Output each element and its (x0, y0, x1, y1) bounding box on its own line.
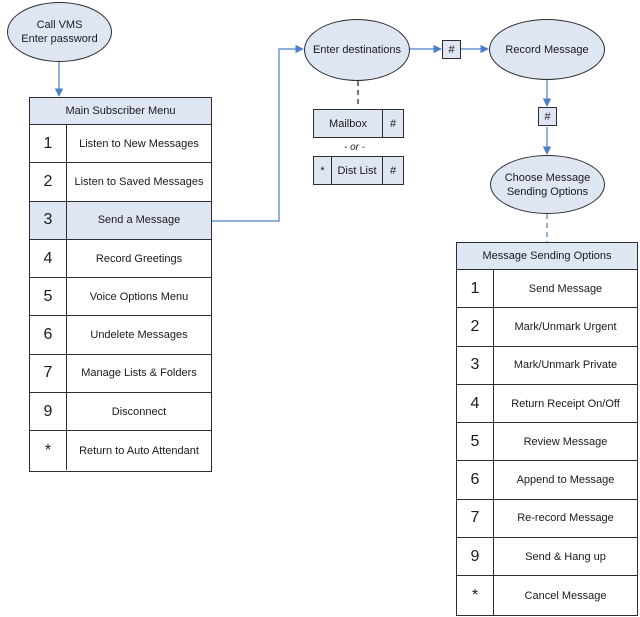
main-menu-row: 6 Undelete Messages (30, 316, 211, 355)
send-menu-row: 2 Mark/Unmark Urgent (457, 308, 637, 347)
main-menu-row: 9 Disconnect (30, 393, 211, 432)
send-key: 4 (457, 384, 494, 423)
menu-label: Disconnect (111, 405, 167, 418)
record-message-label: Record Message (505, 43, 589, 56)
menu-key: * (30, 431, 67, 470)
main-menu-row: 1 Listen to New Messages (30, 125, 211, 164)
menu-label: Voice Options Menu (89, 290, 189, 303)
main-menu-row-highlighted: 3 Send a Message (30, 201, 211, 240)
send-key: * (457, 576, 494, 615)
menu-label: Listen to New Messages (79, 137, 199, 150)
send-label: Send & Hang up (525, 550, 606, 563)
send-menu-row: 9 Send & Hang up (457, 538, 637, 577)
send-label: Cancel Message (524, 589, 607, 602)
menu-label: Listen to Saved Messages (74, 175, 204, 188)
main-menu-row: * Return to Auto Attendant (30, 431, 211, 470)
menu-key: 1 (30, 125, 67, 163)
menu-label: Record Greetings (95, 252, 183, 265)
send-label: Mark/Unmark Urgent (514, 320, 617, 333)
send-menu-row: 4 Return Receipt On/Off (457, 384, 637, 424)
choose-options-line1: Choose Message (504, 171, 591, 184)
menu-key: 3 (30, 201, 67, 239)
send-key: 7 (457, 499, 494, 538)
menu-label: Manage Lists & Folders (81, 367, 197, 380)
mailbox-box: Mailbox # (313, 109, 404, 138)
start-node-line1: Call VMS (36, 19, 83, 31)
hash-key-box: # (442, 40, 461, 59)
menu-key: 6 (30, 316, 67, 354)
enter-destinations-node: Enter destinations (304, 19, 410, 81)
message-sending-options-menu: Message Sending Options 1 Send Message 2… (456, 242, 638, 616)
main-subscriber-menu: Main Subscriber Menu 1 Listen to New Mes… (29, 97, 212, 472)
send-menu-row: 3 Mark/Unmark Private (457, 346, 637, 385)
menu-key: 7 (30, 354, 67, 393)
arrow-send-to-destinations (211, 44, 304, 222)
start-node: Call VMS Enter password (7, 2, 112, 62)
dist-list-label: Dist List (332, 157, 383, 184)
send-key: 5 (457, 423, 494, 461)
menu-key: 2 (30, 163, 67, 201)
start-node-line2: Enter password (21, 33, 98, 45)
send-label: Review Message (523, 435, 608, 448)
menu-label: Return to Auto Attendant (79, 444, 199, 457)
send-label: Return Receipt On/Off (511, 397, 620, 410)
mailbox-label: Mailbox (314, 110, 383, 137)
send-label: Send Message (528, 282, 603, 295)
send-menu-title: Message Sending Options (457, 243, 637, 270)
send-label: Append to Message (516, 474, 615, 487)
dist-list-prefix: * (314, 157, 332, 184)
hash-key-box-2: # (538, 107, 557, 126)
dist-list-box: * Dist List # (313, 156, 404, 185)
choose-options-line2: Sending Options (506, 185, 589, 198)
menu-label: Send a Message (97, 214, 181, 227)
hash-key-label: # (448, 43, 455, 56)
main-menu-title: Main Subscriber Menu (30, 98, 211, 125)
enter-destinations-label: Enter destinations (312, 44, 402, 56)
or-separator: - or - (344, 142, 366, 153)
main-menu-row: 7 Manage Lists & Folders (30, 354, 211, 394)
main-menu-row: 5 Voice Options Menu (30, 278, 211, 317)
record-message-node: Record Message (489, 19, 605, 80)
send-label: Re-record Message (517, 512, 614, 525)
send-menu-row: 6 Append to Message (457, 461, 637, 500)
main-menu-row: 4 Record Greetings (30, 239, 211, 279)
menu-key: 5 (30, 278, 67, 316)
menu-key: 4 (30, 239, 67, 278)
choose-options-node: Choose Message Sending Options (490, 155, 605, 214)
dist-list-key: # (389, 164, 397, 177)
send-key: 3 (457, 346, 494, 384)
send-menu-row: 1 Send Message (457, 270, 637, 309)
send-menu-row: * Cancel Message (457, 576, 637, 615)
main-menu-row: 2 Listen to Saved Messages (30, 163, 211, 202)
send-label: Mark/Unmark Private (513, 359, 618, 372)
send-key: 1 (457, 270, 494, 308)
menu-key: 9 (30, 393, 67, 431)
send-menu-row: 7 Re-record Message (457, 499, 637, 539)
send-key: 9 (457, 538, 494, 576)
hash-key-label-2: # (544, 110, 551, 123)
mailbox-key: # (389, 117, 397, 130)
send-key: 2 (457, 308, 494, 346)
menu-label: Undelete Messages (90, 329, 188, 342)
send-menu-row: 5 Review Message (457, 423, 637, 462)
send-key: 6 (457, 461, 494, 499)
